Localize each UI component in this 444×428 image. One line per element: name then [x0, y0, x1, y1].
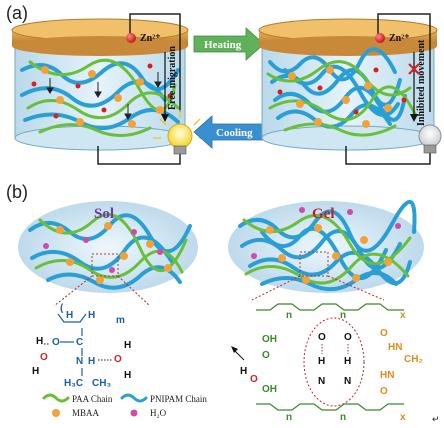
- left-jar: [11, 18, 189, 151]
- legend-water-label: H₂O: [150, 408, 167, 418]
- legend-pnipam-label: PNIPAM Chain: [150, 394, 207, 404]
- svg-text:H: H: [318, 356, 325, 367]
- svg-text:n: n: [286, 310, 292, 321]
- left-migration-arrow: [161, 52, 169, 122]
- svg-text:N: N: [318, 376, 325, 387]
- corner-mark: ↵: [432, 414, 440, 424]
- svg-text:CH₂: CH₂: [404, 354, 423, 365]
- svg-text:HN: HN: [380, 370, 394, 381]
- svg-text:H: H: [344, 356, 351, 367]
- sol-water-molecules: [43, 229, 163, 273]
- red-x-icon: [408, 63, 420, 75]
- svg-text:HN: HN: [388, 342, 402, 353]
- svg-text:H: H: [32, 366, 39, 377]
- right-jar: [258, 18, 438, 151]
- zn-ion-icon: [375, 33, 385, 43]
- svg-text:n: n: [340, 412, 346, 423]
- left-zn-ion: Zn²⁺: [126, 33, 161, 44]
- right-zn-ion: Zn²⁺: [375, 33, 410, 44]
- svg-text:OH: OH: [262, 334, 277, 345]
- zn-ion-icon: [126, 33, 136, 43]
- svg-text:H: H: [124, 370, 131, 381]
- svg-text:O: O: [40, 352, 48, 363]
- svg-text:x: x: [400, 412, 406, 423]
- cooling-label: Cooling: [216, 127, 253, 139]
- sol-label: Sol: [94, 206, 114, 222]
- light-bulb-on-icon: [153, 110, 207, 155]
- heating-arrow: Heating: [193, 27, 265, 61]
- cooling-arrow: Cooling: [193, 115, 265, 149]
- svg-text:O: O: [344, 332, 352, 343]
- svg-text:H: H: [88, 356, 95, 367]
- svg-text:O: O: [380, 328, 388, 339]
- legend-mbaa-label: MBAA: [72, 408, 100, 418]
- right-ion-label: Zn²⁺: [389, 33, 410, 44]
- svg-text:OH: OH: [262, 384, 277, 395]
- right-jar-chains: [266, 47, 417, 137]
- legend-water-swatch: [130, 409, 138, 417]
- right-jar-ions: [277, 67, 407, 115]
- gel-structure: n n x OH O O O H H N N O HN CH₂ HN O n n…: [231, 303, 423, 423]
- legend: PAA Chain PNIPAM Chain MBAA H₂O: [42, 393, 207, 418]
- free-migration-text: Free migration: [167, 46, 178, 110]
- right-circuit-wire: [345, 13, 431, 165]
- left-jar-down-arrows: [46, 72, 162, 120]
- svg-text:N: N: [344, 376, 351, 387]
- right-inhibited-arrow: [408, 52, 420, 122]
- sol-zoom-box: [91, 253, 119, 277]
- svg-text:H: H: [36, 336, 43, 347]
- svg-text:H: H: [240, 366, 247, 377]
- svg-text:H: H: [124, 340, 131, 351]
- gel-label: Gel: [312, 206, 335, 222]
- svg-text:CH₃: CH₃: [92, 378, 111, 389]
- gel-oval: [228, 200, 424, 293]
- left-circuit-wire: [97, 13, 181, 165]
- legend-paa-swatch: [42, 393, 70, 403]
- svg-text:x: x: [400, 310, 406, 321]
- left-jar-ions: [31, 63, 173, 119]
- svg-text:O: O: [262, 350, 270, 361]
- svg-text:n: n: [340, 310, 346, 321]
- right-jar-mbaa-nodes: [288, 66, 392, 128]
- svg-text:H: H: [66, 310, 73, 321]
- svg-text:O: O: [250, 374, 258, 385]
- svg-text:H: H: [88, 310, 95, 321]
- svg-text:C: C: [76, 337, 83, 348]
- gel-mbaa-nodes: [266, 224, 392, 284]
- svg-text:O: O: [114, 354, 122, 365]
- heating-label: Heating: [204, 39, 242, 51]
- light-bulb-off-icon: [418, 124, 442, 154]
- panel-a-label: (a): [6, 3, 28, 23]
- legend-mbaa-swatch: [52, 409, 60, 417]
- legend-paa-label: PAA Chain: [72, 394, 113, 404]
- gel-water-molecules: [251, 207, 401, 259]
- legend-pnipam-swatch: [120, 393, 148, 403]
- svg-text:m: m: [116, 315, 125, 326]
- gel-zoom-box: [299, 251, 329, 277]
- svg-text:n: n: [286, 412, 292, 423]
- svg-text:N: N: [76, 356, 83, 367]
- svg-text:(: (: [60, 303, 64, 314]
- sol-oval: [18, 201, 198, 293]
- zoom-lines: [53, 275, 385, 307]
- svg-text:O: O: [52, 337, 60, 348]
- inhibited-movement-text: Inhibited movement: [416, 39, 427, 126]
- sol-mbaa-nodes: [56, 222, 172, 284]
- svg-text:O: O: [380, 386, 388, 397]
- pnipam-structure: ( H H m C O N H H₃C CH₃ H O H O H H: [32, 303, 131, 389]
- left-jar-mbaa-nodes: [41, 66, 164, 128]
- svg-text:H₃C: H₃C: [64, 378, 83, 389]
- svg-text:O: O: [318, 332, 326, 343]
- panel-b-label: (b): [6, 182, 28, 202]
- left-ion-label: Zn²⁺: [140, 33, 161, 44]
